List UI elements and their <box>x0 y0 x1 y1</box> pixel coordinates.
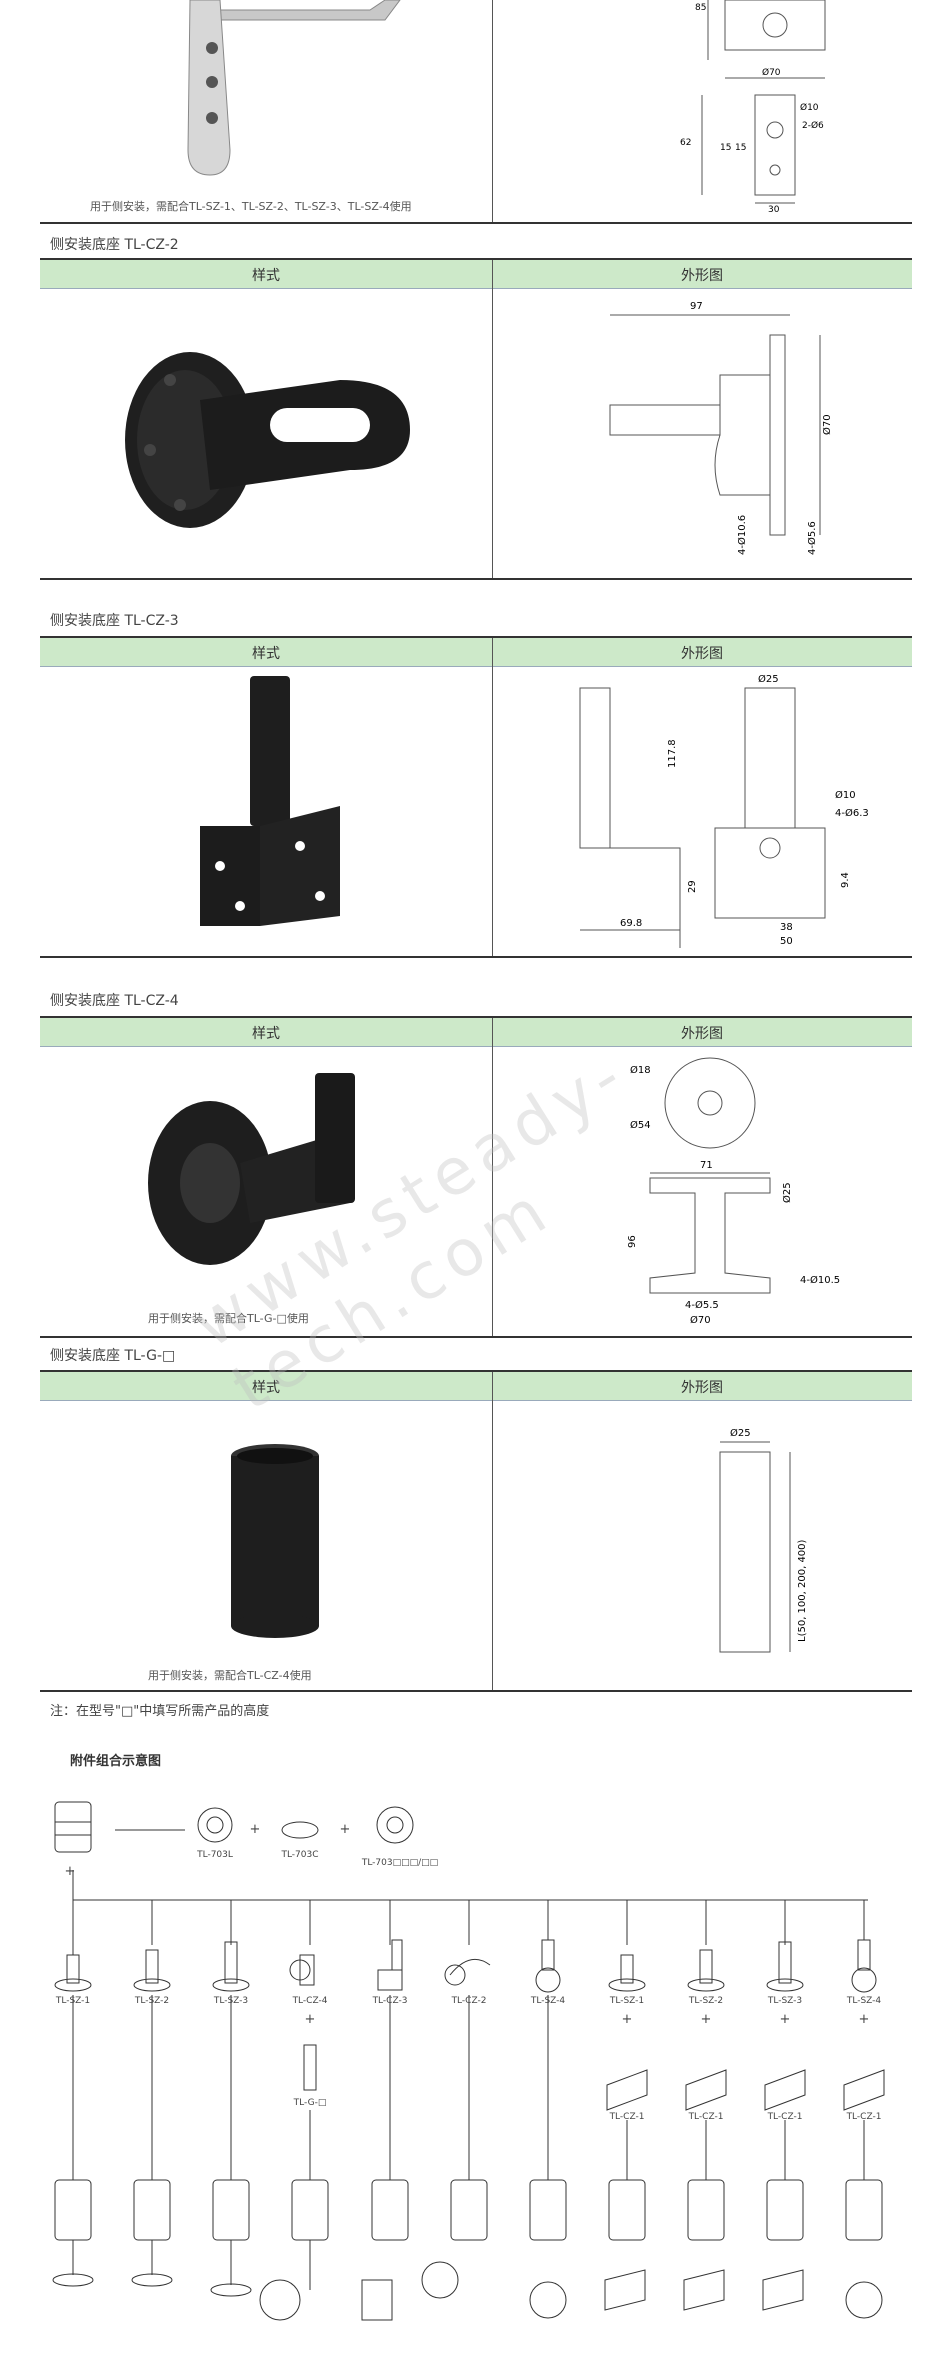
dim-cz3-f: 29 <box>687 880 698 893</box>
dim-cz3-c: 69.8 <box>620 918 642 929</box>
drawing-cz4: Ø18 Ø54 71 Ø25 96 4-Ø10.5 4-Ø5.5 Ø70 <box>627 1057 840 1326</box>
dim-cz2-c: 4-Ø10.6 <box>736 515 748 555</box>
dim-d10: Ø10 <box>800 102 819 113</box>
base-label: TL-SZ-2 <box>688 1996 724 2006</box>
second-label: TL-CZ-1 <box>767 2112 803 2122</box>
plus-sign: + <box>700 2012 712 2027</box>
col-style: 样式 <box>252 268 280 284</box>
product-photo-cz3 <box>200 676 340 926</box>
plus-sign: + <box>249 1822 261 1837</box>
second-label: TL-G-□ <box>293 2098 327 2108</box>
col-outline: 外形图 <box>681 268 723 284</box>
col-outline: 外形图 <box>681 1026 723 1042</box>
col-style: 样式 <box>252 646 280 662</box>
product-photo-g <box>231 1444 319 1638</box>
dim-15b: 15 <box>735 143 746 153</box>
plus-sign: + <box>621 2012 633 2027</box>
dim-g-a: Ø25 <box>730 1427 751 1439</box>
diagram-title: 附件组合示意图 <box>70 1754 162 1769</box>
plus-sign: + <box>304 2012 316 2027</box>
dim-g-b: L(50, 100, 200, 400) <box>797 1539 808 1642</box>
section-title-g: 侧安装底座 TL-G-□ <box>50 1348 176 1364</box>
dim-cz3-h: 38 <box>780 922 793 933</box>
base-label: TL-CZ-2 <box>451 1996 487 2006</box>
plus-sign: + <box>64 1864 76 1879</box>
second-label: TL-CZ-1 <box>846 2112 882 2122</box>
dim-d6: 2-Ø6 <box>802 120 824 131</box>
dim-cz4-g: 4-Ø5.5 <box>685 1299 719 1311</box>
plus-sign: + <box>339 1822 351 1837</box>
dim-cz2-d: 4-Ø5.6 <box>806 521 818 555</box>
drawing-cz3: 117.8 69.8 Ø25 Ø10 4-Ø6.3 29 9.4 38 50 <box>579 673 869 948</box>
part-label-703l: TL-703L <box>197 1850 233 1860</box>
dim-cz3-i: 50 <box>780 936 793 947</box>
table-cz3: 样式 外形图 117.8 69.8 Ø25 Ø10 4-Ø6.3 29 9.4 3… <box>40 636 912 958</box>
col-outline: 外形图 <box>681 646 723 662</box>
table-g: 样式 外形图 用于侧安装，需配合TL-CZ-4使用 Ø25 L(50, 100, … <box>40 1370 912 1692</box>
base-label: TL-SZ-4 <box>530 1996 566 2006</box>
dim-cz4-h: Ø70 <box>690 1314 711 1326</box>
top-section: 用于侧安装，需配合TL-SZ-1、TL-SZ-2、TL-SZ-3、TL-SZ-4… <box>40 0 912 224</box>
top-note: 用于侧安装，需配合TL-SZ-1、TL-SZ-2、TL-SZ-3、TL-SZ-4… <box>90 200 412 213</box>
dim-85: 85 <box>695 3 706 13</box>
diagram-lines <box>52 1801 885 2321</box>
section-title-cz4: 侧安装底座 TL-CZ-4 <box>50 993 179 1009</box>
base-label: TL-SZ-3 <box>767 1996 803 2006</box>
product-photo-cz2 <box>125 352 410 528</box>
dim-cz3-a: Ø25 <box>758 673 779 685</box>
top-drawing: 85 Ø70 Ø10 2-Ø6 62 15 15 30 <box>680 0 826 215</box>
dim-cz4-f: 4-Ø10.5 <box>800 1274 840 1286</box>
dim-cz3-d: Ø10 <box>835 789 856 801</box>
section-title-cz2: 侧安装底座 TL-CZ-2 <box>50 237 179 253</box>
footnote: 注：在型号"□"中填写所需产品的高度 <box>50 1704 270 1719</box>
g-note: 用于侧安装，需配合TL-CZ-4使用 <box>148 1669 312 1682</box>
dim-30: 30 <box>768 205 780 215</box>
col-style: 样式 <box>252 1026 280 1042</box>
dim-cz3-b: 117.8 <box>667 739 678 768</box>
bracket-photo <box>187 0 401 176</box>
base-label: TL-SZ-3 <box>213 1996 249 2006</box>
dim-cz4-d: Ø25 <box>781 1182 793 1203</box>
drawing-g: Ø25 L(50, 100, 200, 400) <box>719 1427 808 1653</box>
dim-cz4-c: 71 <box>700 1160 713 1171</box>
dim-cz4-e: 96 <box>627 1235 638 1248</box>
part-label-703c: TL-703C <box>281 1850 319 1860</box>
base-label: TL-SZ-1 <box>609 1996 645 2006</box>
base-label: TL-CZ-4 <box>292 1996 328 2006</box>
col-style: 样式 <box>252 1380 280 1396</box>
second-label: TL-CZ-1 <box>609 2112 645 2122</box>
base-label: TL-SZ-4 <box>846 1996 882 2006</box>
base-label: TL-SZ-2 <box>134 1996 170 2006</box>
plus-sign: + <box>779 2012 791 2027</box>
plus-sign: + <box>858 2012 870 2027</box>
section-title-cz3: 侧安装底座 TL-CZ-3 <box>50 613 179 629</box>
base-label: TL-SZ-1 <box>55 1996 91 2006</box>
base-label: TL-CZ-3 <box>372 1996 408 2006</box>
second-label: TL-CZ-1 <box>688 2112 724 2122</box>
dim-cz4-a: Ø18 <box>630 1064 651 1076</box>
dim-62: 62 <box>680 138 691 148</box>
col-outline: 外形图 <box>681 1380 723 1396</box>
dim-70: Ø70 <box>762 67 781 78</box>
dim-cz3-e: 4-Ø6.3 <box>835 807 869 819</box>
part-label-703: TL-703□□□/□□ <box>361 1858 439 1868</box>
drawing-cz2: 97 Ø70 4-Ø10.6 4-Ø5.6 <box>609 301 833 555</box>
dim-cz3-g: 9.4 <box>840 872 851 888</box>
table-cz4: 样式 外形图 用于侧安装，需配合TL-G-□使用 Ø18 Ø54 71 Ø25 9… <box>40 1016 912 1338</box>
table-cz2: 样式 外形图 97 Ø70 4-Ø10.6 4-Ø5.6 <box>40 258 912 580</box>
dim-cz4-b: Ø54 <box>630 1119 651 1131</box>
combo-diagram: TL-703L TL-703C TL-703□□□/□□ + + + TL-SZ… <box>0 1780 948 2372</box>
dim-15a: 15 <box>720 143 731 153</box>
cz4-note: 用于侧安装，需配合TL-G-□使用 <box>148 1312 309 1325</box>
dim-cz2-a: 97 <box>690 301 703 312</box>
dim-cz2-b: Ø70 <box>821 414 833 435</box>
product-photo-cz4 <box>148 1073 355 1265</box>
